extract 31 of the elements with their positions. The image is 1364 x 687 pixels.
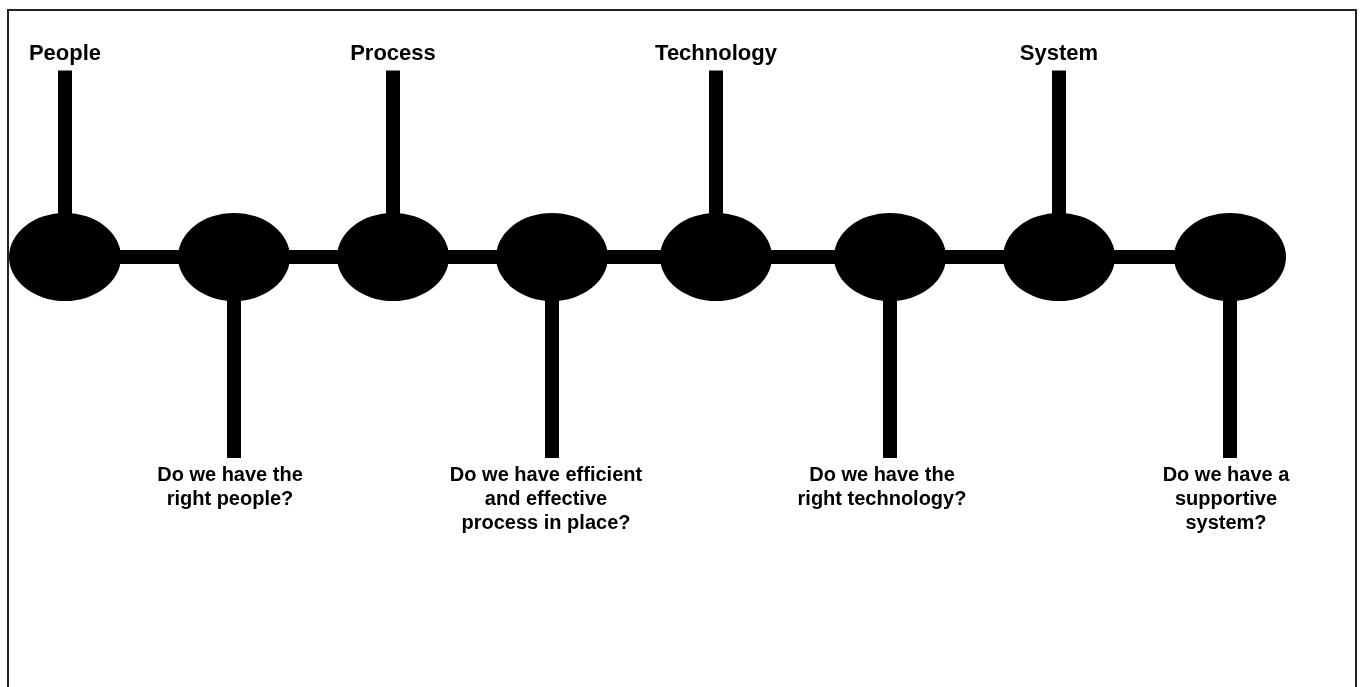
connector-line xyxy=(944,250,1005,264)
category-label: System xyxy=(1019,40,1099,67)
connector-line xyxy=(883,299,897,458)
question-text: Do we have efficient and effective process in place? xyxy=(446,462,646,534)
connector-line xyxy=(1052,70,1066,215)
connector-line xyxy=(606,250,662,264)
node-circle xyxy=(660,213,772,301)
node-circle xyxy=(496,213,608,301)
connector-line xyxy=(709,70,723,215)
node-circle xyxy=(337,213,449,301)
question-text: Do we have the right people? xyxy=(155,462,305,510)
category-label: Process xyxy=(350,40,436,67)
category-label: Technology xyxy=(655,40,777,67)
node-circle xyxy=(834,213,946,301)
category-label: People xyxy=(28,40,102,67)
connector-line xyxy=(447,250,498,264)
connector-line xyxy=(386,70,400,215)
connector-line xyxy=(770,250,836,264)
node-circle xyxy=(1003,213,1115,301)
connector-line xyxy=(1223,299,1237,458)
node-circle xyxy=(178,213,290,301)
node-circle xyxy=(1174,213,1286,301)
connector-line xyxy=(119,250,180,264)
question-text: Do we have a supportive system? xyxy=(1151,462,1301,534)
connector-line xyxy=(288,250,339,264)
question-text: Do we have the right technology? xyxy=(797,462,967,510)
node-circle xyxy=(9,213,121,301)
connector-line xyxy=(227,299,241,458)
connector-line xyxy=(1113,250,1176,264)
connector-line xyxy=(58,70,72,215)
connector-line xyxy=(545,299,559,458)
